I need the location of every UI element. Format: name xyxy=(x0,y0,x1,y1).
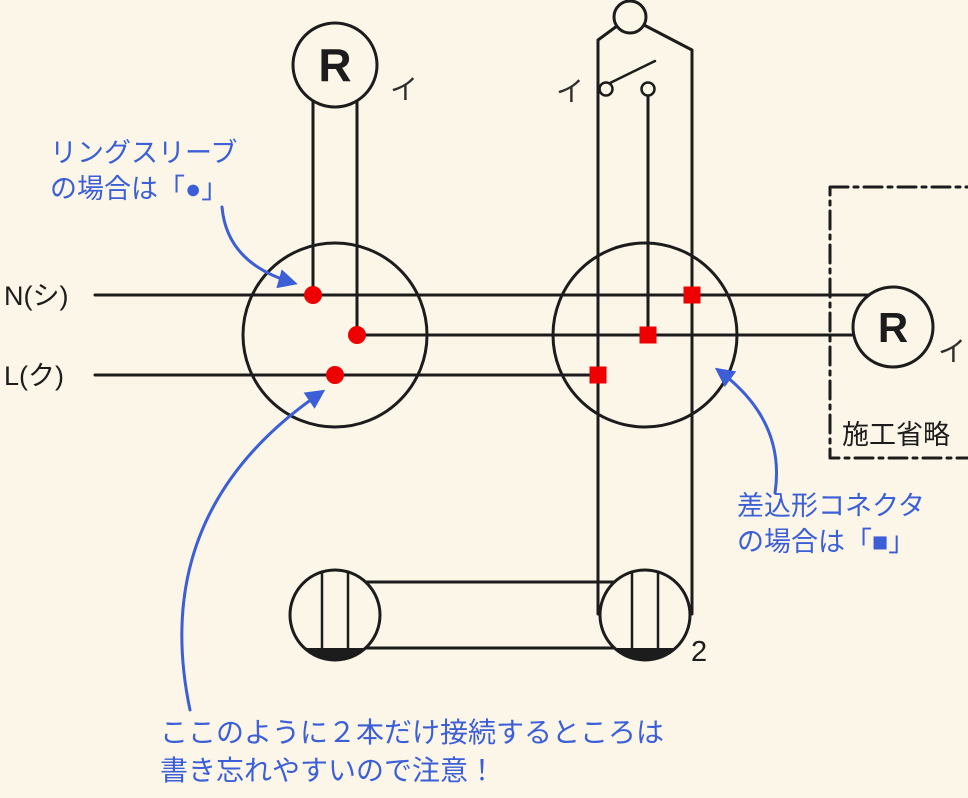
omission-label: 施工省略 xyxy=(842,420,950,450)
joint-box-right-circle xyxy=(551,241,739,429)
ring-sleeve-note-arrow xyxy=(220,205,298,289)
outlet-left-symbol xyxy=(288,568,382,662)
two-wire-note-arrow xyxy=(180,389,326,712)
outlet-count-label: 2 xyxy=(691,636,707,668)
live-label: L(ク) xyxy=(4,361,64,391)
lamp-receptacle-letter: R xyxy=(318,39,351,91)
connector-mark-1 xyxy=(683,286,701,304)
omitted-lamp-letter: R xyxy=(878,304,908,351)
middle-left-vertical-wire xyxy=(596,24,619,616)
joint-box-left-circle xyxy=(241,241,429,429)
circuit-mark-lamp-right: イ xyxy=(938,336,966,367)
connector-mark-3 xyxy=(589,366,607,384)
two-wire-note-line1: ここのように２本だけ接続するところは xyxy=(160,717,664,748)
connector-note-arrow xyxy=(714,367,779,495)
outlet-left-filled-segment xyxy=(304,648,366,661)
omission-boundary-box xyxy=(828,185,968,460)
ring-sleeve-mark-1 xyxy=(304,286,322,304)
ceiling-fixture-symbol xyxy=(612,0,648,35)
switch-blade xyxy=(608,59,657,85)
switch-contact-right xyxy=(640,81,656,97)
connector-note-line1: 差込形コネクタ xyxy=(737,491,925,521)
ring-sleeve-mark-3 xyxy=(326,366,344,384)
lamp-receptacle-symbol xyxy=(291,21,379,109)
circuit-mark-lamp-top-left: イ xyxy=(390,74,418,105)
outlet-right-symbol xyxy=(598,568,692,662)
ring-sleeve-note-line2: の場合は「●」 xyxy=(50,174,228,204)
outlet-right-filled-segment xyxy=(614,648,676,661)
circuit-mark-switch: イ xyxy=(556,76,584,107)
neutral-label: N(シ) xyxy=(4,281,68,311)
ring-sleeve-mark-2 xyxy=(348,326,366,344)
switch-contact-left xyxy=(598,81,614,97)
ring-sleeve-note-line1: リングスリーブ xyxy=(50,138,237,168)
middle-right-vertical-wire xyxy=(642,23,694,616)
connector-mark-2 xyxy=(639,326,657,344)
omitted-lamp-symbol xyxy=(851,285,935,369)
two-wire-note-line2: 書き忘れやすいので注意！ xyxy=(160,755,496,786)
connector-note-line2: の場合は「■」 xyxy=(737,527,915,557)
